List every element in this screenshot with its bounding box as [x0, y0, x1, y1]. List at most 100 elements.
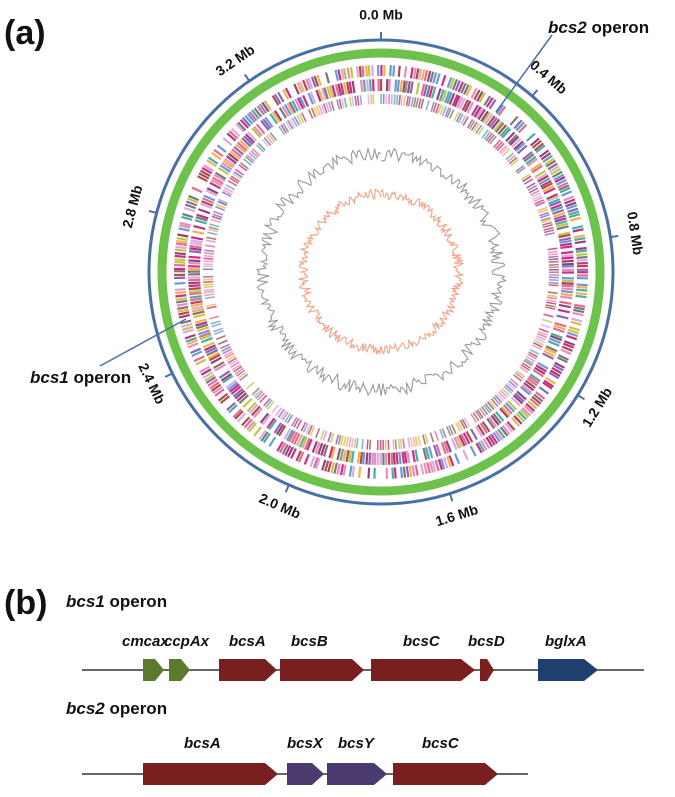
gene-feature-mark [225, 379, 237, 389]
gene-feature-mark [510, 396, 521, 407]
gene-feature-mark [563, 342, 575, 349]
gene-feature-mark [399, 80, 403, 93]
gene-feature-mark [222, 374, 234, 384]
gene-feature-mark [473, 123, 480, 133]
gene-feature-mark [317, 442, 324, 455]
gene-feature-mark [288, 101, 297, 114]
gene-feature-mark [533, 196, 543, 203]
gene-feature-mark [320, 104, 326, 114]
gene-feature-mark [492, 396, 501, 405]
gene-feature-mark [284, 104, 292, 116]
gene-feature-mark [273, 93, 282, 105]
gene-feature-mark [507, 400, 518, 411]
gene-feature-mark [500, 146, 509, 155]
gene-feature-mark [203, 164, 214, 172]
gene-feature-mark [220, 395, 230, 404]
gene-feature-mark [255, 390, 264, 400]
gene-feature-mark [505, 384, 514, 392]
gene-feature-mark [367, 65, 371, 77]
gene-feature-mark [214, 171, 227, 180]
gene-feature-mark [295, 434, 304, 447]
gene-feature-mark [516, 390, 527, 401]
gene-feature-mark [237, 121, 247, 132]
gene-feature-mark [538, 177, 551, 186]
gene-feature-mark [507, 154, 516, 163]
gene-feature-mark [195, 321, 208, 327]
scale-tick-label: 1.6 Mb [434, 501, 480, 529]
gene-feature-mark [543, 226, 554, 231]
gene-feature-mark [521, 384, 533, 394]
gene-feature-mark [564, 198, 576, 205]
gene-feature-mark [439, 458, 446, 470]
gene-feature-mark [196, 213, 209, 220]
gene-feature-mark [224, 157, 236, 167]
gene-feature-mark [217, 166, 230, 176]
gene-feature-mark [194, 219, 207, 225]
gene-feature-mark [241, 117, 251, 127]
gene-feature-mark [547, 294, 558, 298]
gene-feature-mark [336, 463, 341, 475]
gene-feature-mark [187, 342, 199, 349]
gene-feature-mark [291, 100, 299, 112]
gene-feature-mark [309, 425, 316, 436]
gene-feature-mark [491, 118, 501, 130]
gene-feature-mark [538, 149, 550, 158]
gene-feature-mark [207, 156, 219, 165]
gene-feature-mark [414, 449, 419, 462]
gene-feature-mark [559, 186, 571, 194]
gene-feature-mark [356, 451, 361, 464]
gene-feature-mark [499, 126, 510, 137]
gene-feature-mark [291, 117, 298, 127]
gene-feature-mark [508, 156, 518, 165]
gene-feature-mark [392, 452, 396, 465]
gene-feature-mark [224, 352, 235, 359]
gene-feature-mark [429, 432, 435, 443]
gene-feature-mark [303, 437, 311, 450]
gene-feature-mark [492, 413, 502, 424]
gene-feature-mark [232, 408, 243, 418]
gene-feature-mark [403, 95, 406, 106]
gene-feature-mark [463, 84, 470, 95]
gene-feature-mark [540, 152, 552, 161]
gene-feature-mark [535, 391, 546, 400]
gene-feature-mark [466, 101, 474, 114]
gene-feature-mark [229, 383, 240, 393]
gene-feature-mark [210, 179, 223, 187]
gene-feature-mark [174, 290, 187, 295]
gene-feature-mark [307, 92, 315, 105]
gene-feature-mark [450, 424, 457, 434]
gene-feature-mark [512, 394, 524, 405]
gene-feature-mark [189, 295, 202, 299]
gene-feature-mark [501, 128, 512, 139]
gene-feature-mark [439, 105, 445, 116]
gene-feature-mark [429, 71, 435, 83]
gene-feature-mark [293, 116, 300, 126]
gene-feature-mark [409, 81, 414, 94]
operon-bcs1-title: bcs1 operon [66, 592, 167, 611]
gene-feature-mark [214, 388, 225, 397]
gene-feature-mark [202, 371, 214, 379]
gene-feature-mark [206, 236, 217, 241]
gene-feature-mark [181, 215, 193, 221]
gene-feature-mark [220, 372, 233, 382]
gene-feature-mark [241, 416, 251, 427]
gene-feature-mark [425, 84, 431, 98]
gene-feature-mark [212, 213, 223, 219]
scale-tick-label: 2.4 Mb [135, 360, 168, 406]
gene-feature-mark [236, 412, 247, 423]
gc-skew-track [298, 188, 464, 356]
gene-feature-mark [481, 406, 489, 415]
gene-feature-mark [243, 135, 254, 146]
gene-feature-mark [547, 195, 559, 203]
gene-feature-mark [298, 113, 305, 124]
gene-feature-mark [185, 200, 198, 207]
gene-feature-mark [246, 154, 256, 163]
gene-feature-mark [208, 228, 219, 233]
gene-feature-mark [539, 211, 550, 217]
operon-bcs1: bcs1 operon cmcax ccpAx bcsA bcsB bcsC b… [66, 592, 644, 681]
gene-feature-mark [523, 178, 534, 185]
gene-feature-mark [353, 437, 357, 449]
gene-feature-mark [469, 445, 477, 457]
gene-feature-mark [435, 443, 442, 457]
